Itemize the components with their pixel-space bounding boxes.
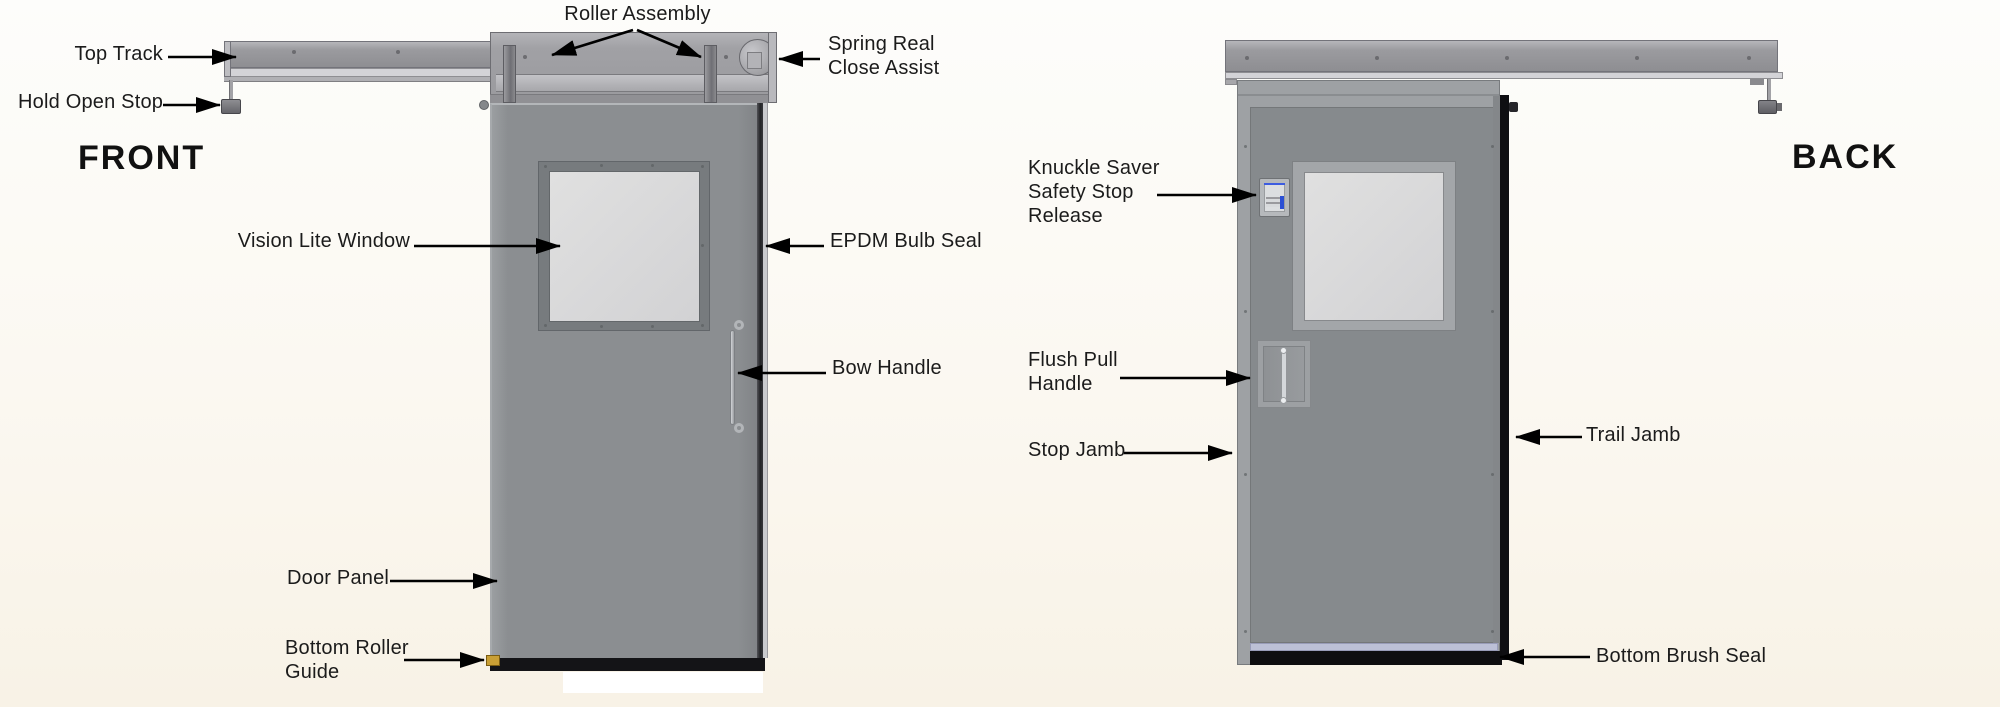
front-roller-bracket-right bbox=[704, 45, 717, 103]
panel-screw-icon bbox=[1244, 630, 1247, 633]
flush-pull-handle-label: Flush Pull Handle bbox=[1028, 349, 1118, 395]
panel-screw-icon bbox=[1244, 310, 1247, 313]
back-edge-seal-black-strip bbox=[1500, 95, 1509, 660]
frame-screw-icon bbox=[701, 165, 704, 168]
back-top-track-lower-strip bbox=[1225, 72, 1783, 79]
back-vision-lite-glass bbox=[1304, 172, 1444, 321]
back-hold-open-stop-rod bbox=[1767, 79, 1771, 101]
back-flush-pull-bar bbox=[1282, 349, 1286, 399]
stop-jamb-label: Stop Jamb bbox=[1028, 439, 1126, 461]
front-bow-handle-bar bbox=[730, 330, 735, 425]
frame-screw-icon bbox=[544, 324, 547, 327]
panel-screw-icon bbox=[1244, 473, 1247, 476]
front-bow-handle-top-hook bbox=[734, 320, 744, 330]
front-hold-open-stop-block bbox=[221, 99, 241, 114]
front-view-title: FRONT bbox=[78, 139, 206, 177]
front-vision-lite-glass bbox=[549, 171, 700, 322]
track-screw-icon bbox=[292, 50, 296, 54]
back-flush-pull-ball-top bbox=[1280, 347, 1287, 354]
bow-handle-label: Bow Handle bbox=[832, 357, 942, 379]
panel-screw-icon bbox=[1491, 310, 1494, 313]
front-track-left-cap bbox=[224, 41, 231, 77]
bottom-roller-guide-label: Bottom Roller Guide bbox=[285, 637, 409, 683]
front-bow-handle-bottom-hook bbox=[734, 423, 744, 433]
back-bottom-brush-seal bbox=[1250, 651, 1502, 665]
panel-screw-icon bbox=[1244, 145, 1247, 148]
trail-jamb-label: Trail Jamb bbox=[1586, 424, 1681, 446]
back-bottom-sweep-strip bbox=[1250, 643, 1498, 651]
door-panel-label: Door Panel bbox=[287, 567, 390, 589]
front-hanger-bottom-lip bbox=[490, 94, 777, 103]
frame-screw-icon bbox=[544, 165, 547, 168]
panel-screw-icon bbox=[1491, 145, 1494, 148]
front-roller-bracket-left bbox=[503, 45, 516, 103]
frame-screw-icon bbox=[701, 324, 704, 327]
frame-screw-icon bbox=[600, 325, 603, 328]
frame-screw-icon bbox=[651, 164, 654, 167]
hold-open-stop-label: Hold Open Stop bbox=[18, 91, 164, 113]
front-track-bottom-rail bbox=[224, 77, 491, 82]
spring-reel-close-assist-label: Spring Real Close Assist bbox=[828, 33, 940, 79]
vision-lite-window-label: Vision Lite Window bbox=[237, 230, 410, 252]
track-screw-icon bbox=[1747, 56, 1751, 60]
floor-white-patch bbox=[563, 672, 763, 693]
panel-screw-icon bbox=[1491, 630, 1494, 633]
hanger-screw-icon bbox=[724, 55, 728, 59]
front-hanger-rail bbox=[496, 74, 771, 92]
frame-screw-icon bbox=[600, 164, 603, 167]
front-spring-reel-notch bbox=[747, 52, 762, 69]
track-screw-icon bbox=[1245, 56, 1249, 60]
back-track-left-lip bbox=[1225, 79, 1237, 85]
bottom-brush-seal-label: Bottom Brush Seal bbox=[1596, 645, 1767, 667]
front-hanger-right-cap bbox=[768, 32, 777, 103]
front-hold-open-stop-rod bbox=[229, 80, 233, 101]
back-track-end-bracket bbox=[1750, 79, 1764, 85]
back-trail-edge-shade bbox=[1493, 96, 1500, 643]
back-door-head-rail-line bbox=[1238, 94, 1499, 96]
back-top-track bbox=[1225, 40, 1778, 72]
track-screw-icon bbox=[1375, 56, 1379, 60]
front-door-bottom-edge bbox=[490, 658, 765, 671]
panel-screw-icon bbox=[1491, 473, 1494, 476]
epdm-bulb-seal-label: EPDM Bulb Seal bbox=[830, 230, 982, 252]
front-bottom-roller-guide bbox=[486, 655, 500, 666]
front-door-hanger bbox=[490, 32, 777, 103]
track-screw-icon bbox=[1635, 56, 1639, 60]
back-flush-pull-ball-bottom bbox=[1280, 397, 1287, 404]
track-screw-icon bbox=[1505, 56, 1509, 60]
back-knuckle-saver-blue-topline bbox=[1264, 183, 1285, 185]
roller-assembly-label: Roller Assembly bbox=[564, 3, 711, 25]
frame-screw-icon bbox=[701, 244, 704, 247]
back-hold-open-stop-block bbox=[1758, 100, 1777, 114]
front-door-lead-edge bbox=[763, 103, 768, 658]
hanger-screw-icon bbox=[523, 55, 527, 59]
back-hold-open-stop-nub bbox=[1777, 103, 1782, 111]
frame-screw-icon bbox=[651, 325, 654, 328]
front-door-top-corner-screw bbox=[479, 100, 489, 110]
back-knuckle-saver-slats bbox=[1266, 197, 1283, 207]
frame-screw-icon bbox=[544, 244, 547, 247]
back-knuckle-saver-blue-bar bbox=[1280, 196, 1284, 209]
track-screw-icon bbox=[396, 50, 400, 54]
top-track-label: Top Track bbox=[74, 43, 163, 65]
knuckle-saver-label: Knuckle Saver Safety Stop Release bbox=[1028, 157, 1160, 227]
back-edge-knob-icon bbox=[1509, 102, 1518, 112]
back-view-title: BACK bbox=[1792, 138, 1899, 176]
